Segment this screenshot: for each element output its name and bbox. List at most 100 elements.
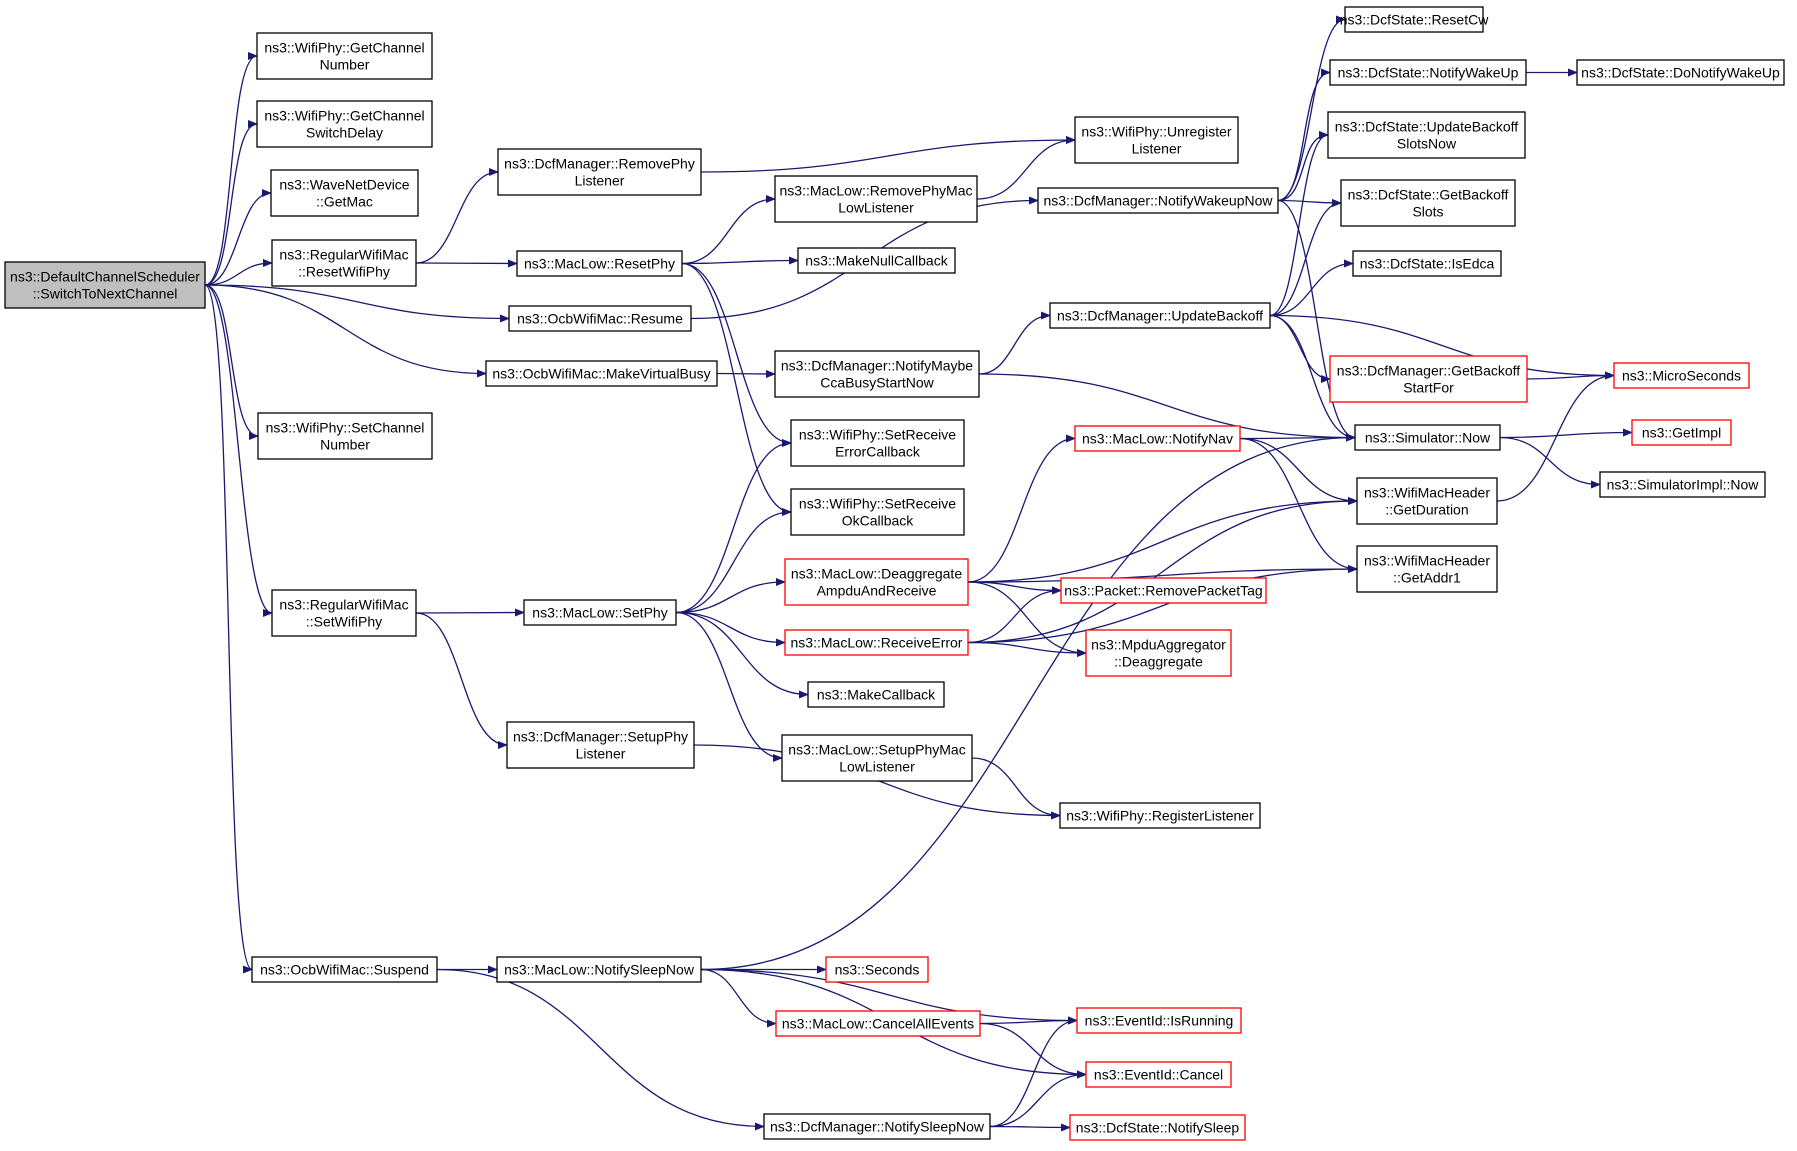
edge-reset-phy-to-set-receive-error-callback [681, 262, 792, 447]
node-set-wifi-phy[interactable]: ns3::RegularWifiMac::SetWifiPhy [271, 589, 417, 637]
edge-notify-sleep-now-dcf-to-cancel [989, 1070, 1087, 1128]
node-get-impl[interactable]: ns3::GetImpl [1631, 419, 1732, 446]
node-label: ns3::WifiPhy::Unregister [1081, 124, 1231, 140]
edge-set-phy-to-make-callback [675, 611, 809, 699]
node-cancel-all-events[interactable]: ns3::MacLow::CancelAllEvents [775, 1010, 981, 1037]
node-notify-wake-up[interactable]: ns3::DcfState::NotifyWakeUp [1329, 59, 1527, 86]
node-cancel[interactable]: ns3::EventId::Cancel [1085, 1061, 1232, 1088]
node-label: ::ResetWifiPhy [298, 264, 390, 280]
edge-notify-sleep-now-mac-low-to-simulator-now [700, 433, 1356, 971]
node-label: SlotsNow [1397, 136, 1457, 152]
node-notify-wakeup-now[interactable]: ns3::DcfManager::NotifyWakeupNow [1037, 187, 1279, 214]
node-reset-wifi-phy[interactable]: ns3::RegularWifiMac::ResetWifiPhy [271, 239, 417, 287]
node-notify-sleep-now-dcf[interactable]: ns3::DcfManager::NotifySleepNow [763, 1113, 991, 1140]
node-label: ns3::DcfManager::NotifyWakeupNow [1043, 193, 1273, 209]
node-register-listener[interactable]: ns3::WifiPhy::RegisterListener [1059, 802, 1261, 829]
node-make-null-callback[interactable]: ns3::MakeNullCallback [797, 247, 956, 274]
node-label: ns3::Seconds [835, 962, 920, 978]
node-is-running[interactable]: ns3::EventId::IsRunning [1076, 1007, 1242, 1034]
node-mpdu-deaggregate[interactable]: ns3::MpduAggregator::Deaggregate [1085, 629, 1232, 677]
node-box [270, 169, 419, 217]
edge-notify-wakeup-now-to-notify-wake-up [1277, 68, 1331, 202]
node-micro-seconds[interactable]: ns3::MicroSeconds [1613, 362, 1750, 389]
node-is-edca[interactable]: ns3::DcfState::IsEdca [1352, 250, 1502, 277]
node-do-notify-wake-up[interactable]: ns3::DcfState::DoNotifyWakeUp [1576, 59, 1785, 86]
node-set-phy[interactable]: ns3::MacLow::SetPhy [523, 599, 677, 626]
node-label: AmpduAndReceive [817, 583, 937, 599]
edge-set-wifi-phy-to-setup-phy-listener [415, 612, 508, 749]
node-receive-error[interactable]: ns3::MacLow::ReceiveError [784, 629, 969, 656]
node-box [1074, 425, 1241, 452]
node-box [497, 148, 702, 196]
node-box [1074, 116, 1239, 164]
node-suspend[interactable]: ns3::OcbWifiMac::Suspend [251, 956, 438, 983]
node-label: ns3::Packet::RemovePacketTag [1064, 583, 1262, 599]
node-box [1576, 59, 1785, 86]
node-box [496, 956, 702, 983]
node-label: ns3::EventId::IsRunning [1085, 1013, 1234, 1029]
node-reset-cw[interactable]: ns3::DcfState::ResetCw [1340, 6, 1490, 33]
node-box [1340, 179, 1516, 227]
node-label: ns3::DcfState::NotifyWakeUp [1338, 65, 1519, 81]
node-label: ns3::WifiPhy::GetChannel [264, 40, 424, 56]
node-label: ns3::WifiPhy::SetReceive [799, 427, 956, 443]
node-label: ns3::EventId::Cancel [1094, 1067, 1223, 1083]
node-notify-sleep[interactable]: ns3::DcfState::NotifySleep [1069, 1114, 1246, 1141]
node-make-virtual-busy[interactable]: ns3::OcbWifiMac::MakeVirtualBusy [485, 360, 718, 387]
node-label: Listener [575, 173, 625, 189]
node-label: OkCallback [842, 513, 915, 529]
edge-root-to-reset-wifi-phy [204, 259, 273, 286]
node-simulator-now[interactable]: ns3::Simulator::Now [1354, 424, 1501, 451]
node-label: ns3::DcfManager::SetupPhy [513, 729, 688, 745]
node-box [256, 100, 433, 148]
node-seconds[interactable]: ns3::Seconds [825, 956, 929, 983]
node-notify-nav[interactable]: ns3::MacLow::NotifyNav [1074, 425, 1241, 452]
node-label: ::SetWifiPhy [306, 614, 382, 630]
node-label: SwitchDelay [306, 125, 383, 141]
node-box [271, 239, 417, 287]
edge-root-to-resume [204, 284, 510, 323]
node-box [4, 261, 206, 309]
node-reset-phy[interactable]: ns3::MacLow::ResetPhy [516, 250, 683, 277]
edge-notify-maybe-cca-busy-start-now-to-simulator-now [978, 373, 1356, 442]
node-box [1085, 1061, 1232, 1088]
node-make-callback[interactable]: ns3::MakeCallback [807, 681, 945, 708]
node-get-addr1[interactable]: ns3::WifiMacHeader::GetAddr1 [1356, 545, 1498, 593]
node-get-mac[interactable]: ns3::WaveNetDevice::GetMac [270, 169, 419, 217]
node-label: Number [320, 57, 370, 73]
node-box [1354, 424, 1501, 451]
node-box [1599, 471, 1766, 498]
edge-simulator-now-to-simulator-impl-now [1499, 436, 1601, 489]
edge-update-backoff-to-is-edca [1269, 259, 1354, 317]
edge-notify-sleep-now-mac-low-to-is-running [700, 968, 1078, 1025]
node-label: ns3::MacLow::NotifyNav [1082, 431, 1233, 447]
node-get-duration[interactable]: ns3::WifiMacHeader::GetDuration [1356, 477, 1498, 525]
node-label: ns3::DcfManager::UpdateBackoff [1057, 308, 1263, 324]
node-label: LowListener [838, 200, 914, 216]
node-notify-maybe-cca-busy-start-now[interactable]: ns3::DcfManager::NotifyMaybeCcaBusyStart… [774, 350, 980, 398]
node-update-backoff[interactable]: ns3::DcfManager::UpdateBackoff [1049, 302, 1271, 329]
node-notify-sleep-now-mac-low[interactable]: ns3::MacLow::NotifySleepNow [496, 956, 702, 983]
node-root[interactable]: ns3::DefaultChannelScheduler::SwitchToNe… [4, 261, 206, 309]
node-box [790, 488, 965, 536]
node-simulator-impl-now[interactable]: ns3::SimulatorImpl::Now [1599, 471, 1766, 498]
node-resume[interactable]: ns3::OcbWifiMac::Resume [508, 305, 692, 332]
node-box [1631, 419, 1732, 446]
node-box [781, 734, 973, 782]
edge-set-phy-to-setup-phy-mac-low-listener [675, 611, 783, 762]
node-remove-packet-tag[interactable]: ns3::Packet::RemovePacketTag [1060, 577, 1267, 604]
